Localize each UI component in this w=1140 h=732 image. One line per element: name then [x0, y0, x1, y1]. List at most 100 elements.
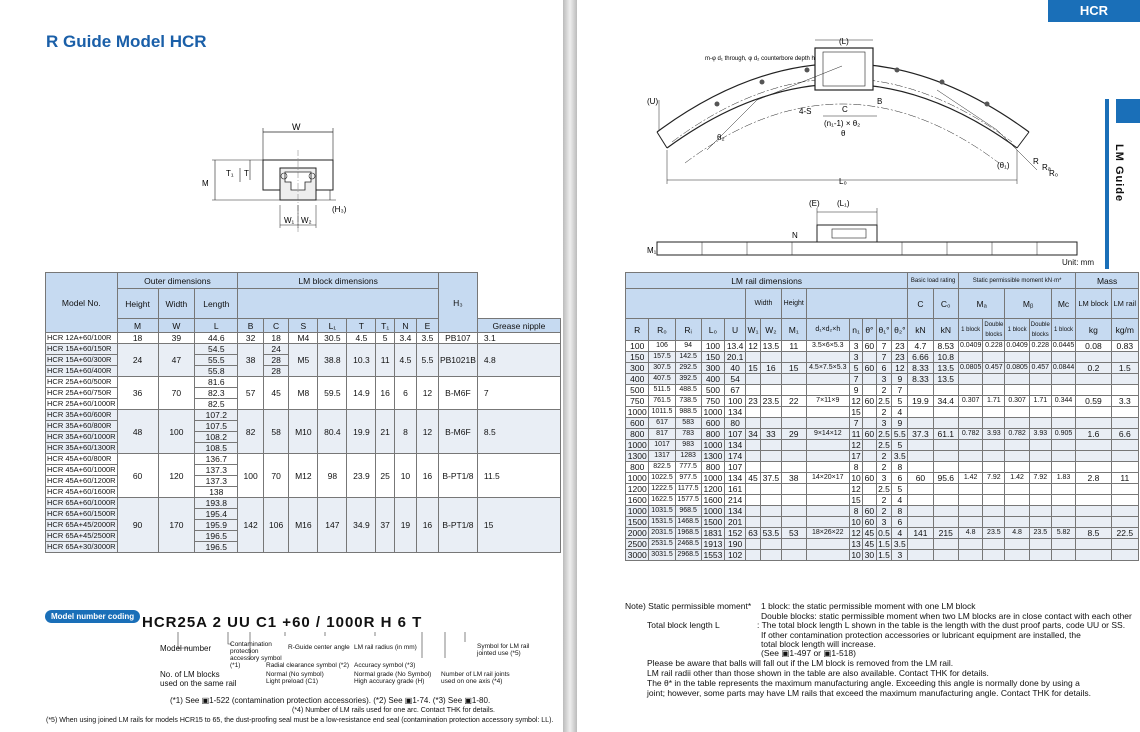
cell: 28 [262, 354, 290, 366]
cell: 11 [848, 428, 864, 440]
cell: 18×26×22 [805, 527, 850, 539]
cell [982, 483, 1006, 495]
cell: 138 [194, 486, 239, 498]
t1-label: T₁ [226, 169, 234, 178]
cell: 600 [624, 417, 650, 429]
col-rail: LM rail dimensions [624, 272, 909, 289]
cell [907, 439, 934, 451]
cell: 12 [745, 340, 761, 352]
cell: 1468.5 [674, 516, 702, 528]
model-cell: HCR 65A+45/2000R [45, 519, 118, 531]
cell [1110, 538, 1140, 550]
cell [1028, 384, 1052, 396]
cell [862, 417, 877, 429]
cell: 157.5 [648, 351, 676, 363]
cell: 1011.5 [648, 406, 676, 418]
cell: 3.5 [415, 332, 439, 344]
cell [1075, 494, 1112, 506]
cell [759, 494, 782, 506]
cell [932, 516, 959, 528]
label-joints: Number of LM rail joints used on one axi… [441, 671, 510, 685]
cell: 8.33 [907, 373, 934, 385]
side-l1: (L₁) [837, 199, 850, 208]
cell [982, 505, 1006, 517]
cell: 13.5 [932, 362, 959, 374]
cell [745, 406, 761, 418]
cell [1004, 373, 1030, 385]
cell [957, 351, 984, 363]
cell [780, 439, 807, 451]
cell: 8.5 [476, 409, 562, 454]
plan-u: (U) [647, 97, 658, 106]
cell [862, 384, 877, 396]
cell: 400 [624, 373, 650, 385]
cell: 12 [848, 395, 864, 407]
cell: 3.5 [891, 450, 909, 462]
cell: 7 [875, 351, 893, 363]
cell: 196.5 [194, 541, 239, 553]
cell: 2 [875, 384, 893, 396]
plan-l: (L) [839, 37, 849, 46]
cell [1110, 373, 1140, 385]
note-label: Note) Static permissible moment* [625, 601, 752, 611]
cell: PB1021B [437, 343, 478, 377]
cell: 0.0409 [1004, 340, 1030, 352]
cell [932, 483, 959, 495]
cell: 39 [157, 332, 196, 344]
cell: 4.8 [476, 343, 562, 377]
cell: 15 [745, 362, 761, 374]
cell: 2031.5 [648, 527, 676, 539]
col-header: kg [1075, 318, 1112, 341]
col-header: R [624, 318, 650, 341]
label-center-angle: R-Guide center angle [288, 644, 350, 651]
cell: 750 [700, 395, 726, 407]
cell [1110, 516, 1140, 528]
cell: M5 [288, 343, 319, 377]
cell: 7 [848, 373, 864, 385]
cell: 783 [674, 428, 702, 440]
model-coding-badge: Model number coding [45, 610, 141, 623]
cell: 6 [875, 362, 893, 374]
cell [745, 384, 761, 396]
cell: 777.5 [674, 461, 702, 473]
cell [1050, 549, 1077, 561]
cell: 0.59 [1075, 395, 1112, 407]
lm-guide-tab: LM Guide [1105, 99, 1140, 269]
cell: 38.8 [317, 343, 348, 377]
cell [932, 439, 959, 451]
cell [745, 439, 761, 451]
cell: 2968.5 [674, 549, 702, 561]
plan-theta: θ [841, 129, 846, 138]
cell: 800 [700, 428, 726, 440]
cell: 6.6 [1110, 428, 1140, 440]
model-cell: HCR 35A+60/800R [45, 420, 118, 432]
cell: 8 [891, 505, 909, 517]
cell [957, 373, 984, 385]
col-header: d₁×d₂×h [805, 318, 850, 341]
label-contamination: Contamination protection accessory symbo… [230, 641, 282, 669]
col-header: E [415, 318, 439, 333]
cell: 29 [780, 428, 807, 440]
cell: B-PT1/8 [437, 453, 478, 498]
col-header: T₁ [375, 318, 395, 333]
cell: 3000 [624, 549, 650, 561]
cell: 12 [848, 527, 864, 539]
cell: 500 [700, 384, 726, 396]
note-1: 1 block: the static permissible moment w… [761, 601, 976, 611]
cell [745, 516, 761, 528]
cell: 6 [393, 376, 417, 410]
cell: 2468.5 [674, 538, 702, 550]
label-rail-radius: LM rail radius (in mm) [354, 644, 417, 651]
cell: 53 [780, 527, 807, 539]
cell: 36 [116, 376, 159, 410]
cell: 1.5 [875, 549, 893, 561]
label-jointed-use: Symbol for LM rail jointed use (*5) [477, 643, 530, 657]
cell: 1000 [624, 472, 650, 484]
model-cell: HCR 25A+60/750R [45, 387, 118, 399]
cell: 2.5 [875, 428, 893, 440]
